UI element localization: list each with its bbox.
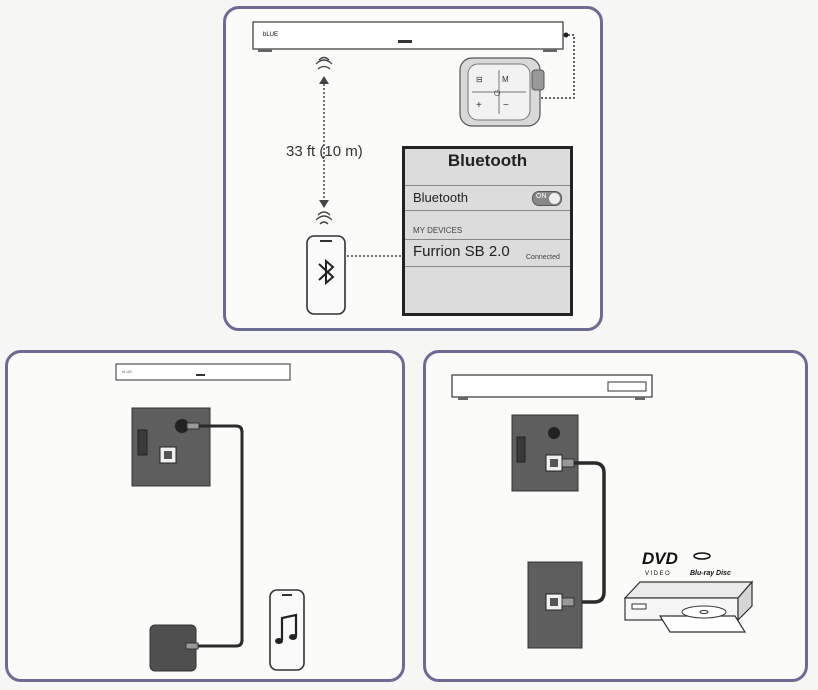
dvd-logo-sub: VIDEO (645, 571, 671, 577)
bluetooth-icon (318, 258, 335, 286)
optical-connection-panel (423, 350, 808, 682)
bluetooth-toggle-row: Bluetooth ON (405, 185, 570, 211)
device-list-item[interactable]: Furrion SB 2.0 Connected (405, 239, 570, 267)
disc-logos: DVD VIDEO Blu-ray Disc (642, 549, 731, 577)
soundbar-left: bLUE (115, 363, 291, 381)
soundbar-brand: bLUE (263, 32, 278, 38)
rear-panel-aux (131, 407, 211, 487)
smartphone-music (269, 589, 305, 671)
smartphone-bluetooth (306, 235, 346, 315)
dvd-player-rear (527, 561, 583, 649)
toggle-knob (549, 193, 560, 204)
dvd-player (623, 580, 754, 633)
dvd-logo: DVD (642, 549, 678, 568)
toggle-state-label: ON (536, 193, 547, 200)
wireless-signal-icon (315, 56, 333, 70)
remote-plus-button: + (476, 100, 482, 111)
device-name: Furrion SB 2.0 (413, 243, 510, 260)
aux-receiver (149, 624, 199, 672)
soundbar-brand: bLUE (122, 369, 132, 374)
toggle-row-label: Bluetooth (413, 190, 468, 205)
soundbar-top: bLUE (252, 21, 564, 52)
rear-panel-optical (511, 414, 579, 492)
bluetooth-toggle[interactable]: ON (532, 191, 562, 206)
bluetooth-settings-screen: Bluetooth Bluetooth ON MY DEVICES Furrio… (402, 146, 573, 316)
section-label: MY DEVICES (413, 226, 463, 235)
remote-link-line (540, 32, 575, 99)
aux-cable (198, 424, 244, 648)
distance-label: 33 ft (10 m) (286, 143, 363, 160)
remote-mode-button: M (502, 75, 509, 84)
soundbar-right (451, 374, 653, 400)
bluray-logo: Blu-ray Disc (690, 570, 731, 577)
optical-cable (568, 461, 606, 604)
aux-connection-panel (5, 350, 405, 682)
screen-title: Bluetooth (447, 151, 528, 170)
remote-input-button: ⊟ (476, 75, 483, 84)
range-line (319, 76, 329, 208)
music-note-icon (275, 613, 298, 644)
remote-control: ⊟ M ⏻ + − (459, 57, 545, 127)
remote-power-button: ⏻ (494, 89, 501, 98)
wireless-signal-icon (315, 211, 333, 225)
remote-minus-button: − (503, 100, 509, 111)
device-status: Connected (526, 254, 560, 261)
